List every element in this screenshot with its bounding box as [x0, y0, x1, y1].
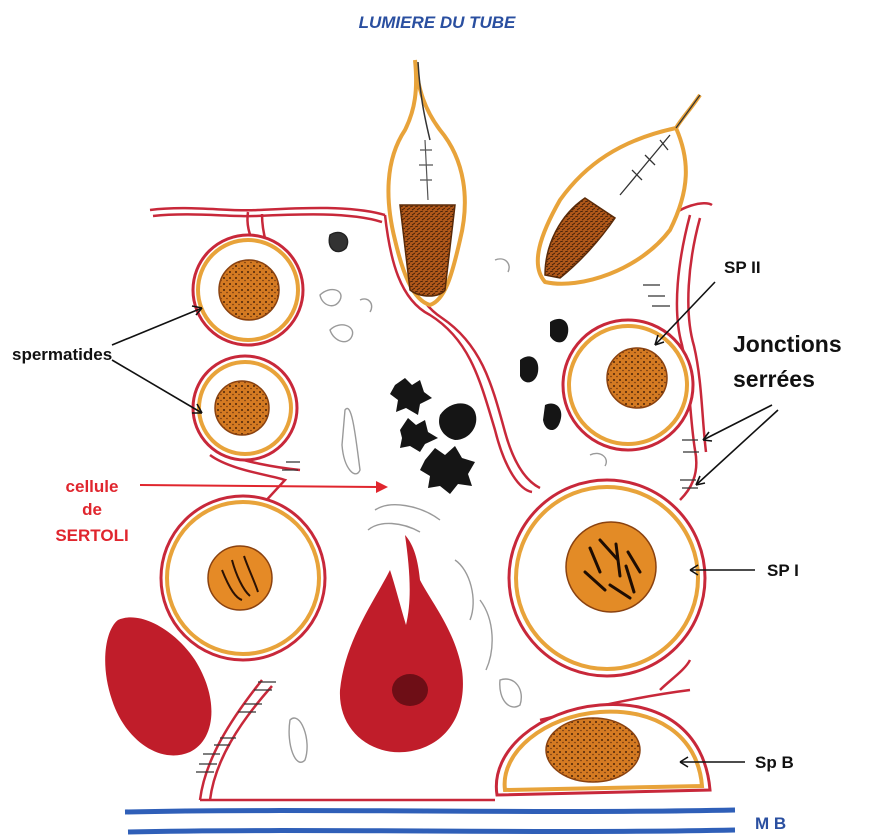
- arrow-sertoli: [140, 481, 388, 493]
- spb-nucleus: [546, 718, 640, 782]
- label-spermatides: spermatides: [12, 345, 112, 364]
- basement-membrane: [125, 810, 735, 832]
- label-sertoli-line2: de: [82, 500, 102, 519]
- label-jonctions-line1: Jonctions: [733, 331, 842, 357]
- lumen-label: LUMIERE DU TUBE: [359, 13, 516, 32]
- secondary-spermatocyte: [563, 320, 693, 450]
- arrow-jonctions-1: [703, 405, 772, 440]
- arrow-sp2: [655, 282, 715, 345]
- label-sertoli-line3: SERTOLI: [55, 526, 128, 545]
- sp2-nucleus: [607, 348, 667, 408]
- label-sertoli-line1: cellule: [66, 477, 119, 496]
- spermatid-upper: [193, 235, 303, 345]
- sertoli-red-cell-center: [340, 535, 463, 752]
- primary-spermatocyte-left: [161, 496, 325, 660]
- sp1-nucleus: [566, 522, 656, 612]
- arrow-spermatides-lower: [112, 360, 202, 413]
- label-spb: Sp B: [755, 753, 794, 772]
- spermatid-lower-nucleus: [215, 381, 269, 435]
- primary-spermatocyte-right: [509, 480, 705, 676]
- spermatid-upper-nucleus: [219, 260, 279, 320]
- label-sp2: SP II: [724, 258, 761, 277]
- arrow-jonctions-2: [696, 410, 778, 485]
- residual-bodies: [390, 319, 568, 494]
- spermatid-lower: [193, 356, 297, 460]
- elongated-spermatid-center: [388, 60, 464, 305]
- arrow-spermatides-upper: [112, 308, 202, 345]
- spermatogonia-b: [496, 704, 710, 795]
- label-jonctions-line2: serrées: [733, 366, 815, 392]
- label-sp1: SP I: [767, 561, 799, 580]
- elongated-spermatid-right: [538, 95, 700, 284]
- label-mb: M B: [755, 814, 786, 833]
